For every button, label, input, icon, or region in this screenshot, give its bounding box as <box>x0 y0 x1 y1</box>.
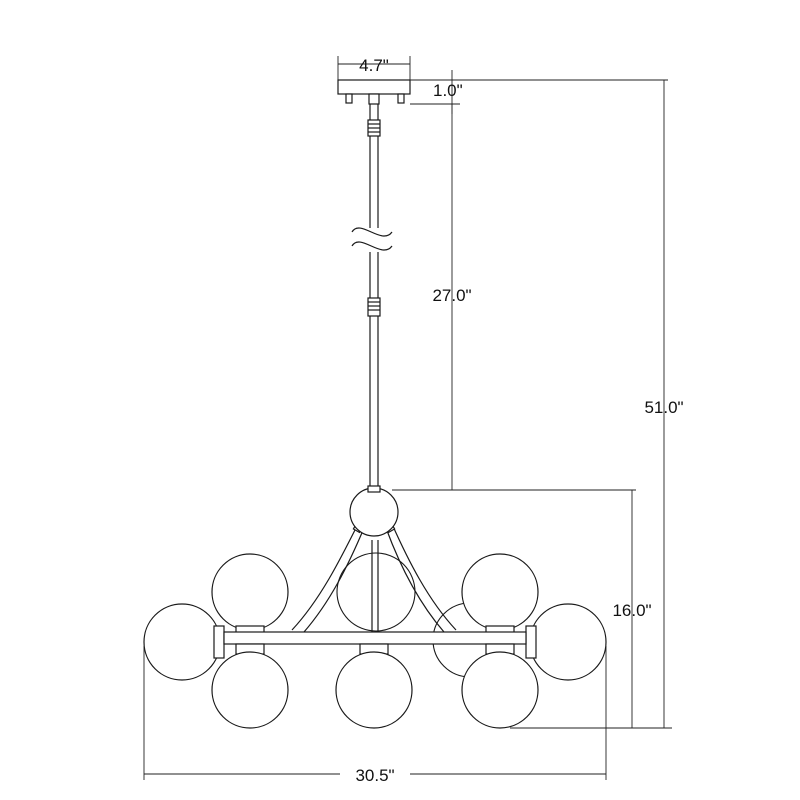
horizontal-bar <box>223 631 527 645</box>
downrod <box>351 104 393 490</box>
globe-lower-center <box>335 651 413 729</box>
dim-overall-height: 51.0" <box>510 80 684 729</box>
dim-rod-length: 27.0" <box>392 104 636 491</box>
side-globes <box>143 603 607 681</box>
globe-lower-right <box>461 651 539 729</box>
dim-label-canopy-width: 4.7" <box>359 56 389 75</box>
globe-side-left <box>143 603 221 681</box>
center-hub <box>349 485 399 537</box>
dim-fixture-height: 16.0" <box>612 490 652 728</box>
upper-globes <box>211 553 539 635</box>
globe-side-right <box>529 603 607 681</box>
dim-canopy-height: 1.0" <box>410 70 668 114</box>
dim-label-fixture-height: 16.0" <box>612 601 651 620</box>
dim-label-canopy-height: 1.0" <box>433 81 463 100</box>
globe-lower-left <box>211 651 289 729</box>
dim-label-overall-height: 51.0" <box>644 398 683 417</box>
globe-rear-center <box>336 552 416 632</box>
lower-globes <box>211 643 539 729</box>
globe-upper-left <box>211 553 289 631</box>
dim-canopy-width: 4.7" <box>337 56 411 80</box>
globe-upper-right <box>461 553 539 631</box>
dim-label-fixture-width: 30.5" <box>355 766 394 785</box>
canopy <box>337 79 411 105</box>
dim-label-rod-length: 27.0" <box>432 286 471 305</box>
dim-fixture-width: 30.5" <box>143 646 607 785</box>
